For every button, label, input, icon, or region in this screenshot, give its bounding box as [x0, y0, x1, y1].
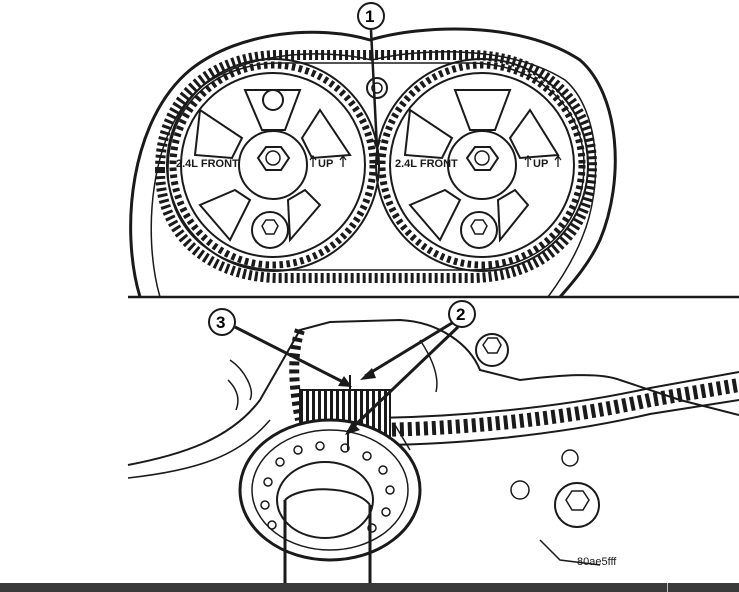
left-hex-bolt [256, 146, 291, 171]
right-hex-bolt [465, 146, 500, 171]
left-up-label: UP [318, 158, 333, 170]
timing-belt-bottom [359, 378, 739, 437]
callout-1 [357, 2, 385, 152]
callout-2-number: 2 [456, 305, 465, 324]
bottom-bar [0, 583, 739, 592]
bottom-bar-separator [667, 583, 668, 592]
top-panel [129, 27, 617, 298]
right-up-arrow-icon [524, 154, 532, 167]
left-up-arrow-icon [309, 154, 317, 167]
right-front-label: 2.4L FRONT [395, 158, 458, 170]
left-front-label: 2.4L FRONT [176, 158, 239, 170]
callout-3-number: 3 [216, 313, 225, 332]
timing-belt-top [154, 50, 598, 283]
callout-1-number: 1 [365, 7, 374, 26]
timing-cover-outline [129, 27, 617, 298]
crankshaft [283, 500, 372, 592]
callout-3 [208, 308, 352, 387]
bottom-panel [127, 318, 739, 592]
right-up-label: UP [533, 158, 548, 170]
figure-code: 80ae5fff [577, 556, 617, 568]
callout-2 [345, 300, 476, 435]
left-cam-sprocket [166, 58, 380, 272]
